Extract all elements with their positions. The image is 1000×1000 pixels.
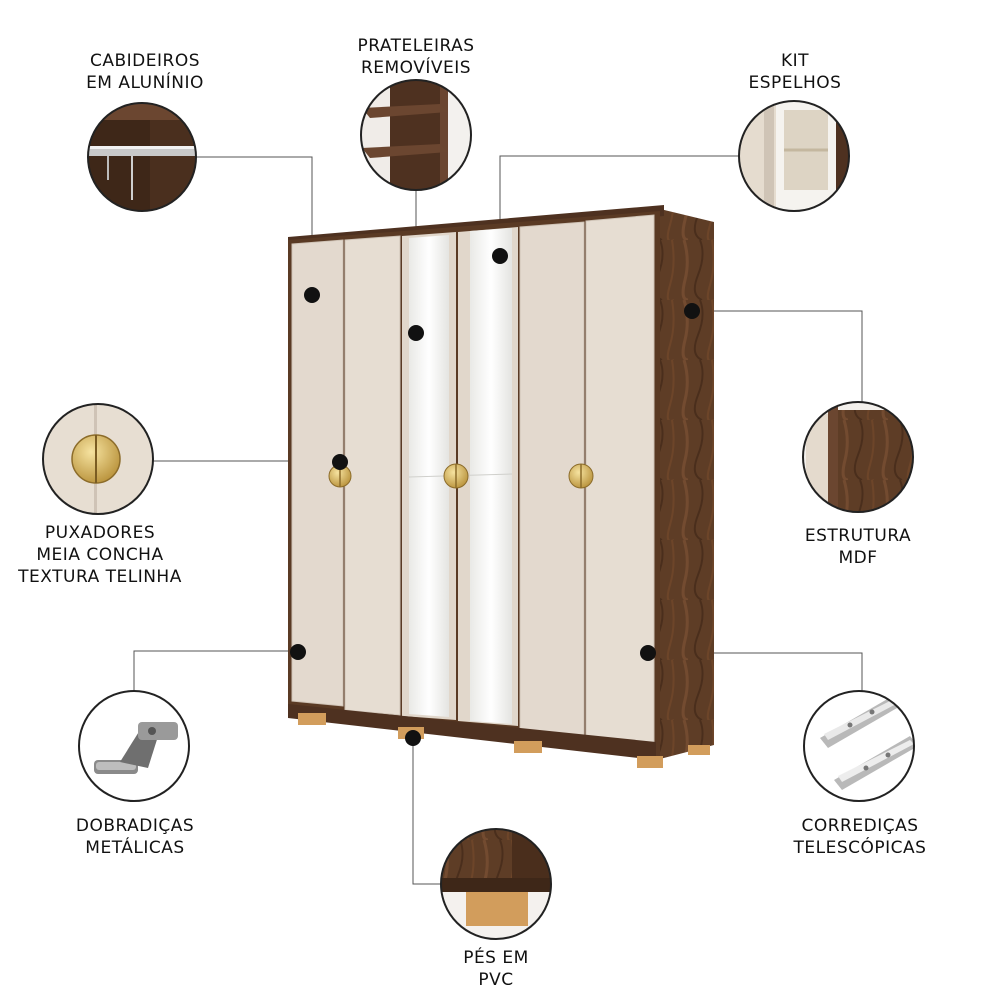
- label-dobradicas-line1: DOBRADIÇAS: [75, 816, 195, 836]
- marker-corredicas: [640, 645, 656, 661]
- label-pes-line2: PVC: [478, 970, 514, 990]
- wardrobe: [288, 205, 714, 768]
- wardrobe-base: [288, 704, 656, 760]
- marker-dobradicas: [290, 644, 306, 660]
- label-puxadores-line1: PUXADORES: [44, 523, 156, 543]
- label-puxadores: PUXADORES MEIA CONCHA TEXTURA TELINHA: [0, 522, 200, 588]
- label-kit-espelhos-line1: KIT: [780, 51, 810, 71]
- label-kit-espelhos: KIT ESPELHOS: [710, 50, 880, 94]
- marker-puxadores: [332, 454, 348, 470]
- mdf-panel-icon: [802, 401, 914, 513]
- shelves-icon: [360, 79, 472, 191]
- label-estrutura-line1: ESTRUTURA: [804, 526, 912, 546]
- marker-estrutura: [684, 303, 700, 319]
- label-estrutura-line2: MDF: [838, 548, 878, 568]
- marker-pes: [405, 730, 421, 746]
- foot-5: [688, 745, 710, 755]
- pvc-foot-icon: [440, 828, 552, 940]
- label-cabideiros-line1: CABIDEIROS: [89, 51, 200, 71]
- label-pes: PÉS EM PVC: [411, 947, 581, 991]
- foot-4: [637, 756, 663, 768]
- label-corredicas-line1: CORREDIÇAS: [801, 816, 919, 836]
- mirror-icon: [738, 100, 850, 212]
- door-6: [585, 214, 655, 745]
- door-2: [344, 235, 401, 716]
- marker-prateleiras: [408, 325, 424, 341]
- label-prateleiras-line2: REMOVÍVEIS: [360, 58, 472, 78]
- handle-2[interactable]: [443, 463, 469, 489]
- connector-lines: [133, 155, 863, 885]
- handle-3[interactable]: [568, 463, 594, 489]
- label-estrutura: ESTRUTURA MDF: [773, 525, 943, 569]
- foot-3: [514, 741, 542, 753]
- hanger-rod-icon: [87, 102, 197, 212]
- label-kit-espelhos-line2: ESPELHOS: [748, 73, 842, 93]
- hinge-icon: [78, 690, 190, 802]
- label-puxadores-line3: TEXTURA TELINHA: [18, 567, 182, 587]
- marker-dots: [290, 248, 700, 746]
- door-1: [291, 239, 344, 707]
- foot-1: [298, 713, 326, 725]
- marker-cabideiros: [304, 287, 320, 303]
- mirror-right[interactable]: [470, 228, 512, 724]
- handle-icon: [42, 403, 154, 515]
- label-prateleiras-line1: PRATELEIRAS: [357, 36, 475, 56]
- label-pes-line1: PÉS EM: [463, 948, 529, 968]
- label-cabideiros-line2: EM ALUNÍNIO: [86, 73, 204, 93]
- label-prateleiras: PRATELEIRAS REMOVÍVEIS: [331, 35, 501, 79]
- label-dobradicas-line2: METÁLICAS: [85, 838, 185, 858]
- label-corredicas-line2: TELESCÓPICAS: [793, 838, 927, 858]
- label-corredicas: CORREDIÇAS TELESCÓPICAS: [765, 815, 955, 859]
- label-cabideiros: CABIDEIROS EM ALUNÍNIO: [60, 50, 230, 94]
- label-dobradicas: DOBRADIÇAS METÁLICAS: [50, 815, 220, 859]
- marker-espelhos: [492, 248, 508, 264]
- label-puxadores-line2: MEIA CONCHA: [36, 545, 164, 565]
- drawer-slide-icon: [803, 690, 915, 802]
- wardrobe-side-panel: [656, 208, 714, 760]
